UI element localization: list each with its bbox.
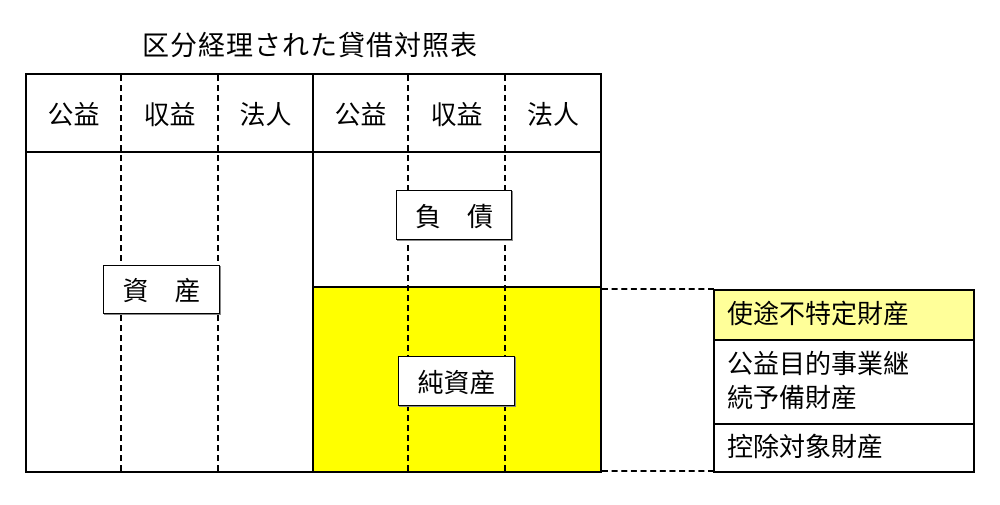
diagram-title: 区分経理された貸借対照表	[142, 31, 478, 62]
header-koueki-right: 公益	[334, 101, 387, 131]
breakdown-item-label: 控除対象財産	[727, 433, 884, 463]
liabilities-divider	[313, 286, 602, 288]
connector-top	[602, 288, 714, 290]
header-hojin-left: 法人	[239, 101, 292, 131]
header-koueki-left: 公益	[47, 101, 100, 131]
assets-label: 資 産	[103, 265, 220, 314]
breakdown-item-label: 公益目的事業継 続予備財産	[727, 350, 910, 414]
header-hojin-right: 法人	[526, 101, 579, 131]
connector-bottom	[602, 470, 714, 472]
breakdown-item-unrestricted: 使途不特定財産	[715, 291, 973, 341]
column-divider	[504, 75, 506, 471]
net-assets-breakdown-panel: 使途不特定財産 公益目的事業継 続予備財産 控除対象財産	[713, 289, 975, 473]
breakdown-item-label: 使途不特定財産	[727, 300, 910, 330]
center-divider	[312, 73, 314, 473]
header-shueki-left: 収益	[143, 101, 196, 131]
net-assets-label: 純資産	[398, 356, 515, 406]
breakdown-item-reserve: 公益目的事業継 続予備財産	[715, 341, 973, 425]
liabilities-label: 負 債	[396, 190, 512, 240]
column-divider	[407, 75, 409, 471]
breakdown-item-deductible: 控除対象財産	[715, 425, 973, 471]
header-shueki-right: 収益	[430, 101, 483, 131]
